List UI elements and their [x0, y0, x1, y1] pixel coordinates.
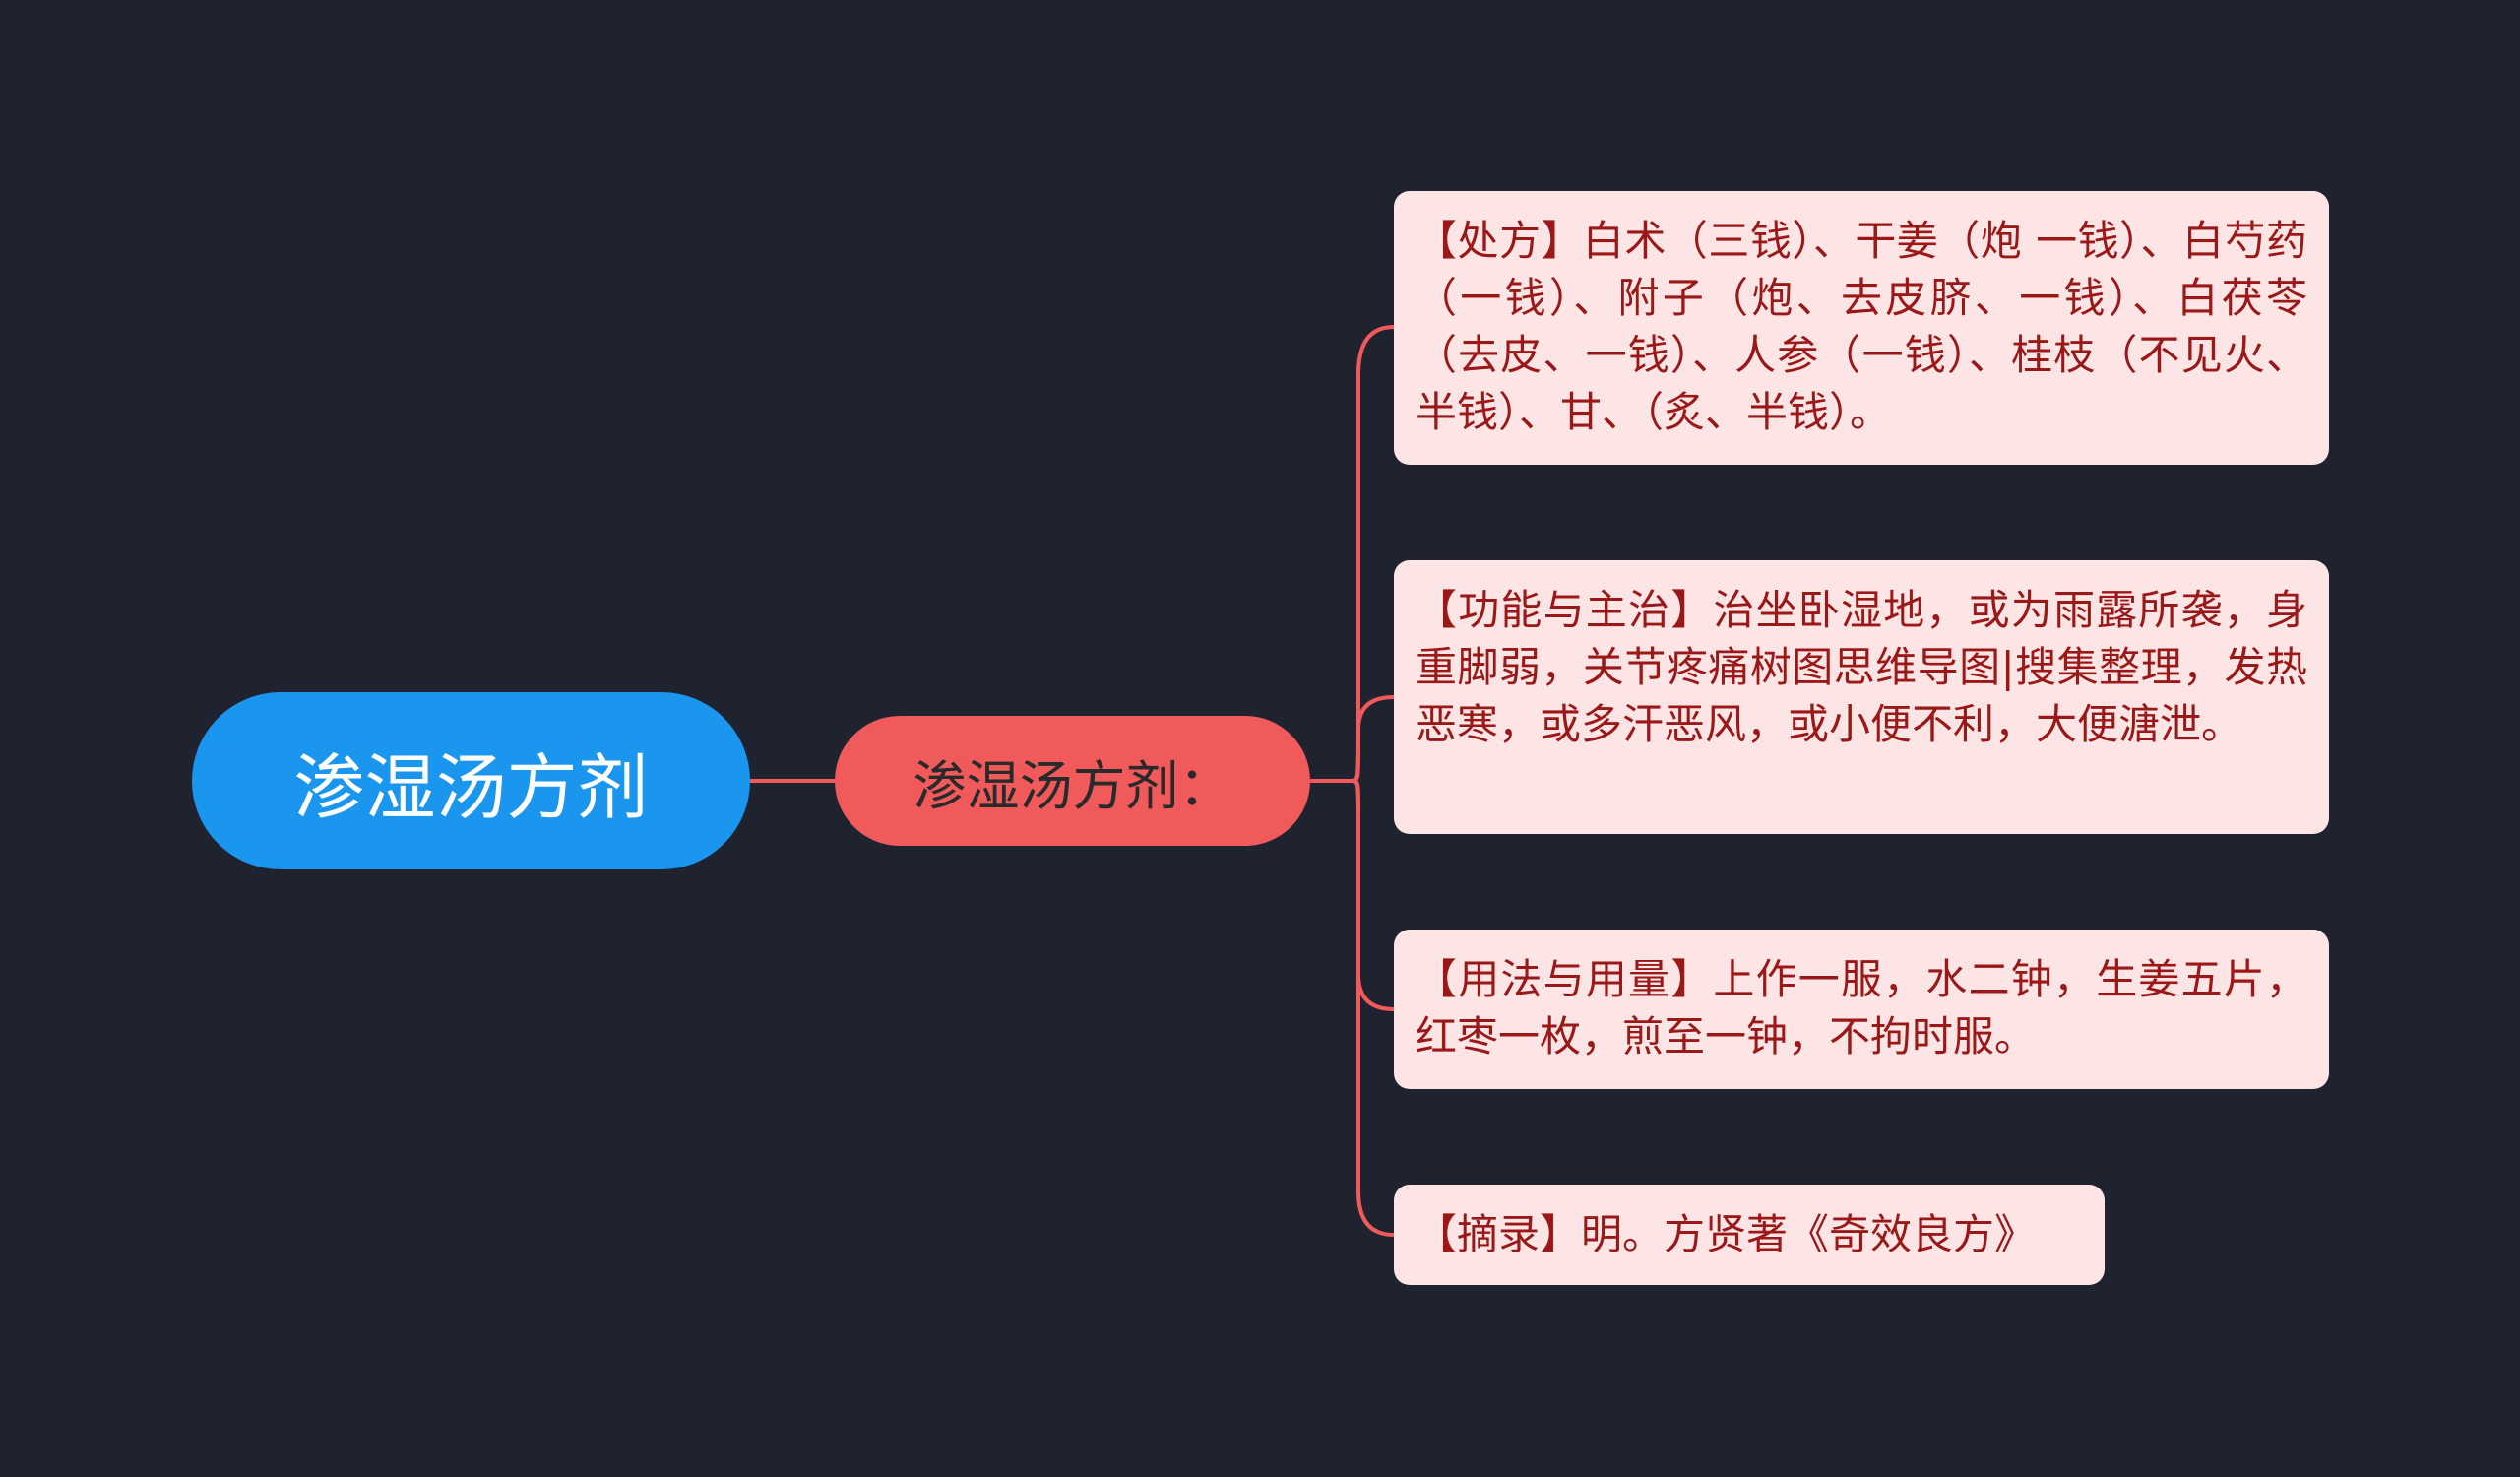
root-node-label: 渗湿汤方剂 [293, 745, 649, 829]
leaf-node-text: 【摘录】明。方贤著《奇效良方》 [1416, 1210, 2037, 1258]
branch-node-label: 渗湿汤方剂： [913, 754, 1232, 817]
branch-node[interactable]: 渗湿汤方剂： [835, 716, 1310, 846]
root-node[interactable]: 渗湿汤方剂 [192, 692, 750, 869]
connector-to-leaf-4 [1350, 779, 1395, 1237]
leaf-node-indications[interactable]: 【功能与主治】治坐卧湿地，或为雨露所袭，身重脚弱，关节疼痛树图思维导图|搜集整理… [1394, 560, 2329, 834]
leaf-node-prescription[interactable]: 【处方】白术（三钱）、干姜（炮 一钱）、白芍药（一钱）、附子（炮、去皮脐、一钱）… [1394, 191, 2329, 465]
leaf-node-text: 【用法与用量】上作一服，水二钟，生姜五片，红枣一枚，煎至一钟，不拘时服。 [1416, 955, 2307, 1060]
leaf-node-dosage[interactable]: 【用法与用量】上作一服，水二钟，生姜五片，红枣一枚，煎至一钟，不拘时服。 [1394, 930, 2329, 1089]
leaf-node-source[interactable]: 【摘录】明。方贤著《奇效良方》 [1394, 1185, 2105, 1285]
connector-to-leaf-1 [1350, 325, 1395, 783]
leaf-node-text: 【处方】白术（三钱）、干姜（炮 一钱）、白芍药（一钱）、附子（炮、去皮脐、一钱）… [1416, 217, 2307, 436]
leaf-node-text: 【功能与主治】治坐卧湿地，或为雨露所袭，身重脚弱，关节疼痛树图思维导图|搜集整理… [1416, 586, 2307, 748]
